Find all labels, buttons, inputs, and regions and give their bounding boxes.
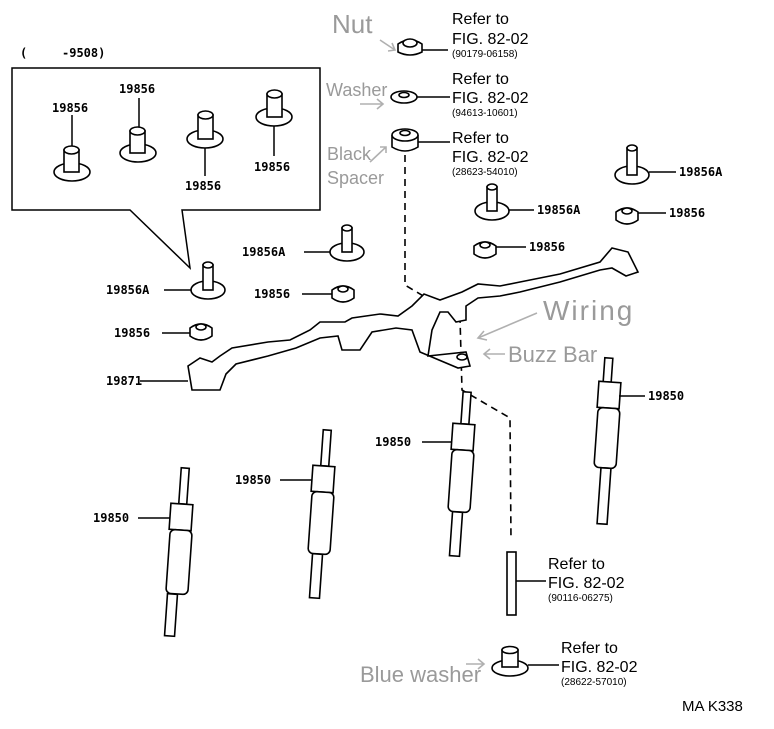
stud-callout: Refer to FIG. 82-02 (90116-06275) [506, 551, 625, 616]
connector-19856A-left: 19856A [106, 261, 226, 300]
inset-part-label-2: 19856 [119, 82, 155, 96]
wiring-label: Wiring [543, 295, 634, 326]
washer-icon [390, 90, 418, 104]
label-19856A-top-right: 19856A [679, 165, 723, 179]
washer-refer-text: Refer to [452, 71, 509, 88]
washer-fig-link[interactable]: FIG. 82-02 [452, 90, 529, 107]
washer-annotation: Washer [326, 80, 387, 100]
nut-fig-link[interactable]: FIG. 82-02 [452, 31, 529, 48]
washer-part-number: (94613-10601) [452, 108, 518, 119]
label-19856-right: 19856 [669, 206, 705, 220]
label-19871: 19871 [106, 374, 142, 388]
figure-code: MA K338 [682, 698, 743, 715]
nut-icon [397, 38, 423, 56]
inset-connector-4: 19856 [254, 89, 293, 174]
label-19856A-mid-right: 19856A [537, 203, 581, 217]
label-19856-center-left: 19856 [254, 287, 290, 301]
spacer-icon [391, 128, 419, 152]
inset-connector-3: 19856 [185, 110, 224, 193]
label-19856A-left: 19856A [106, 283, 150, 297]
connector-19856A-center: 19856A [242, 224, 365, 262]
wiring-annotation: Wiring [476, 295, 634, 341]
inset-callout: ( -9508) 19856 19856 19856 [11, 46, 321, 271]
inset-part-label-3: 19856 [185, 179, 221, 193]
blue-washer-arrow-icon [466, 658, 486, 670]
inset-part-label-4: 19856 [254, 160, 290, 174]
buzz-bar-annotation: Buzz Bar [482, 342, 597, 367]
spacer-refer-text: Refer to [452, 130, 509, 147]
glow-plug-right: 19850 [593, 356, 684, 526]
nut-part-number: (90179-06158) [452, 49, 518, 60]
nut-callout: Nut Refer to FIG. 82-02 (90179-06158) [332, 9, 529, 60]
inset-range-open: ( [20, 46, 27, 60]
spacer-annotation-line1: Black [327, 144, 372, 164]
inset-connector-2: 19856 [119, 82, 157, 163]
blue-washer-fig-link[interactable]: FIG. 82-02 [561, 659, 638, 676]
spacer-annotation-line2: Spacer [327, 168, 384, 188]
blue-washer-icon [491, 645, 529, 677]
spacer-part-number: (28623-54010) [452, 167, 518, 178]
nut-refer-text: Refer to [452, 11, 509, 28]
glow-plug-center: 19850 [375, 390, 476, 558]
label-19850-left: 19850 [93, 511, 129, 525]
nut-annotation: Nut [332, 9, 373, 39]
nut-19856-center: 19856 [473, 240, 565, 259]
inset-connector-1: 19856 [52, 101, 91, 182]
inset-range-label: -9508) [62, 46, 105, 60]
connector-19856A-top-right: 19856A [614, 144, 723, 185]
label-19856-left: 19856 [114, 326, 150, 340]
blue-washer-callout: Blue washer Refer to FIG. 82-02 (28622-5… [360, 640, 638, 688]
blue-washer-part-number: (28622-57010) [561, 677, 627, 688]
nut-19856-right: 19856 [615, 206, 705, 225]
stud-refer-text: Refer to [548, 556, 605, 573]
connector-19856A-mid-right: 19856A [474, 183, 581, 221]
label-19850-right: 19850 [648, 389, 684, 403]
nut-19856-left: 19856 [114, 323, 213, 341]
label-19856-center: 19856 [529, 240, 565, 254]
inset-part-label-1: 19856 [52, 101, 88, 115]
label-19856A-center: 19856A [242, 245, 286, 259]
nut-19856-center-left: 19856 [254, 285, 355, 303]
stud-fig-link[interactable]: FIG. 82-02 [548, 575, 625, 592]
inset-frame [11, 67, 321, 271]
blue-washer-refer-text: Refer to [561, 640, 618, 657]
stud-icon [506, 551, 517, 616]
glow-plug-left-mid: 19850 [235, 428, 336, 600]
label-19850-left-mid: 19850 [235, 473, 271, 487]
glow-plug-left: 19850 [93, 466, 194, 638]
spacer-callout: Black Spacer Refer to FIG. 82-02 (28623-… [327, 128, 529, 188]
buzz-bar-label: Buzz Bar [508, 342, 597, 367]
washer-callout: Washer Refer to FIG. 82-02 (94613-10601) [326, 71, 529, 119]
stud-part-number: (90116-06275) [548, 593, 613, 604]
spacer-fig-link[interactable]: FIG. 82-02 [452, 149, 529, 166]
blue-washer-annotation: Blue washer [360, 662, 481, 687]
glow-plug-busbar-19871: 19871 [106, 247, 640, 391]
label-19850-center: 19850 [375, 435, 411, 449]
